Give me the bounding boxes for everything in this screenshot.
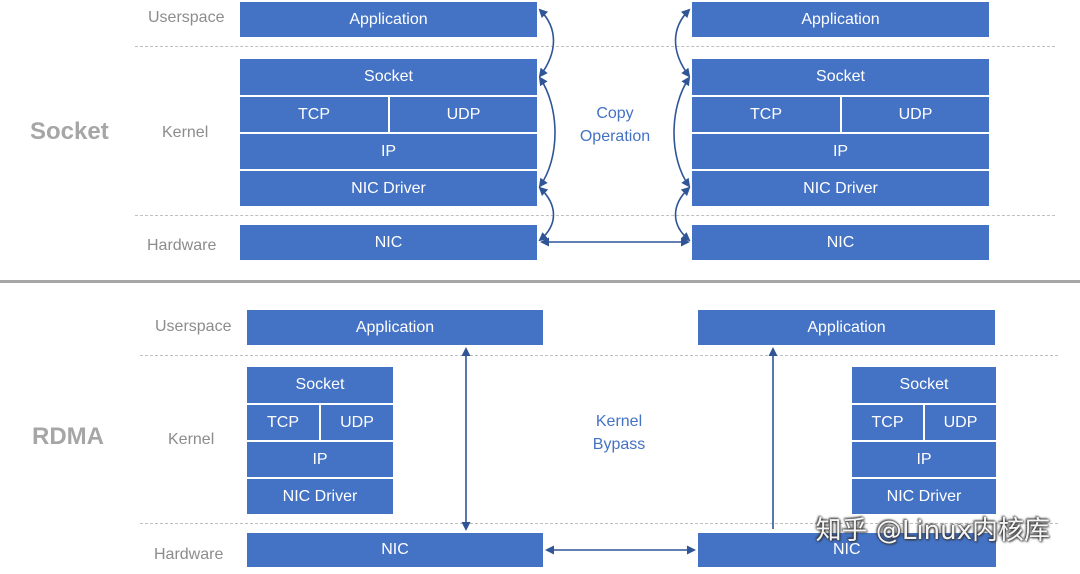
socket-right-ip-box: IP: [691, 133, 990, 170]
rdma-left-socket-box: Socket: [246, 366, 394, 404]
socket-hardware-separator: [135, 215, 1055, 216]
socket-left-arrow-socket-driver: [538, 76, 556, 188]
rdma-kernel-bypass-label: Kernel Bypass: [574, 410, 664, 456]
socket-middle-line1: Copy: [596, 105, 634, 122]
socket-hardware-label: Hardware: [147, 237, 217, 254]
socket-left-socket-box: Socket: [239, 58, 538, 96]
rdma-middle-line1: Kernel: [595, 413, 643, 430]
socket-right-nic-driver-box: NIC Driver: [691, 170, 990, 207]
rdma-left-tcp-box: TCP: [246, 404, 320, 441]
socket-middle-line2: Operation: [579, 128, 651, 145]
rdma-middle-line2: Bypass: [592, 436, 646, 453]
rdma-right-udp-box: UDP: [924, 404, 997, 441]
socket-left-ip-box: IP: [239, 133, 538, 170]
socket-right-udp-box: UDP: [841, 96, 990, 133]
watermark: 知乎 @Linux内核库: [815, 516, 1050, 546]
rdma-right-nic-driver-box: NIC Driver: [851, 478, 997, 515]
socket-left-arrow-app-socket: [538, 8, 555, 78]
rdma-right-tcp-box: TCP: [851, 404, 924, 441]
socket-userspace-label: Userspace: [148, 9, 225, 26]
rdma-kernel-label: Kernel: [168, 431, 215, 448]
socket-right-arrow-socket-driver: [673, 76, 691, 188]
rdma-hardware-separator: [140, 523, 1058, 524]
rdma-left-ip-box: IP: [246, 441, 394, 478]
rdma-userspace-separator: [140, 355, 1058, 356]
socket-left-nic-driver-box: NIC Driver: [239, 170, 538, 207]
rdma-hardware-label: Hardware: [154, 546, 224, 563]
socket-left-arrow-driver-nic: [538, 186, 555, 242]
rdma-left-nic-box: NIC: [246, 532, 544, 568]
rdma-right-nic-box: NIC: [697, 532, 997, 568]
socket-left-application-box: Application: [239, 1, 538, 38]
socket-copy-operation-label: Copy Operation: [570, 102, 660, 148]
rdma-left-application-box: Application: [246, 309, 544, 346]
socket-kernel-label: Kernel: [162, 124, 209, 141]
socket-right-nic-box: NIC: [691, 224, 990, 261]
socket-left-nic-box: NIC: [239, 224, 538, 261]
socket-right-application-box: Application: [691, 1, 990, 38]
socket-section-title: Socket: [30, 118, 109, 145]
socket-left-udp-box: UDP: [389, 96, 538, 133]
rdma-left-nic-driver-box: NIC Driver: [246, 478, 394, 515]
section-divider: [0, 280, 1080, 283]
rdma-userspace-label: Userspace: [155, 318, 232, 335]
socket-right-tcp-box: TCP: [691, 96, 841, 133]
rdma-right-socket-box: Socket: [851, 366, 997, 404]
socket-userspace-separator: [135, 46, 1055, 47]
rdma-left-udp-box: UDP: [320, 404, 394, 441]
rdma-right-application-box: Application: [697, 309, 996, 346]
rdma-section-title: RDMA: [32, 423, 104, 450]
rdma-right-ip-box: IP: [851, 441, 997, 478]
socket-left-tcp-box: TCP: [239, 96, 389, 133]
socket-right-arrow-driver-nic: [674, 186, 691, 242]
socket-right-socket-box: Socket: [691, 58, 990, 96]
socket-right-arrow-app-socket: [674, 8, 691, 78]
